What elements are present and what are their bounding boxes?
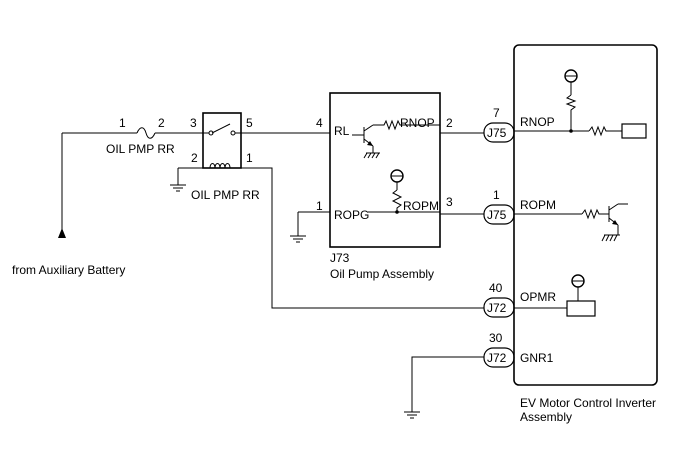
pump-rnop-resistor-icon (380, 119, 440, 131)
relay-ground (170, 167, 203, 192)
connector-id: J72 (487, 351, 507, 365)
connector-id: J75 (487, 126, 507, 140)
inverter-opmr-circuit (514, 274, 596, 317)
connector-id: J75 (487, 208, 507, 222)
pump-ropm-pin: 3 (446, 195, 453, 209)
relay-pin-5: 5 (246, 116, 253, 130)
inverter-ground (404, 356, 484, 419)
inverter-rnop-load (621, 123, 647, 139)
pump-name: Oil Pump Assembly (330, 267, 434, 281)
connector-j75-ropm: J75 1 (483, 188, 515, 225)
pump-ropm-label: ROPM (403, 199, 439, 213)
wire-relay-to-opmr (241, 167, 484, 309)
inverter-rnop-circuit (514, 69, 647, 139)
inverter-name-line1: EV Motor Control Inverter (520, 396, 656, 410)
oil-pump-assembly: 4 RL 1 ROPG RNOP 2 ROPM 3 J73 Oil Pump A… (316, 92, 453, 281)
pump-ropg-label: ROPG (334, 208, 369, 222)
inverter-ropm-circuit (514, 203, 628, 242)
fuse-name: OIL PMP RR (106, 142, 175, 156)
resistor-icon (588, 125, 622, 137)
fuse-oil-pmp-rr: 1 2 OIL PMP RR (106, 116, 203, 156)
relay-oil-pmp-rr: 3 5 2 1 OIL PMP RR (190, 112, 260, 202)
relay-name: OIL PMP RR (191, 188, 260, 202)
connector-pin: 30 (489, 331, 503, 345)
connector-j72-opmr: J72 40 (483, 281, 515, 318)
pump-rl-label: RL (334, 124, 350, 138)
connector-pin: 40 (489, 281, 503, 295)
relay-pin-3: 3 (190, 116, 197, 130)
fuse-pin-out: 2 (158, 116, 165, 130)
connector-id: J72 (487, 301, 507, 315)
pump-pin-rl: 4 (316, 116, 323, 130)
pump-ground (290, 211, 330, 243)
connector-pin: 7 (493, 106, 500, 120)
inverter-signal-opmr: OPMR (520, 290, 556, 304)
resistor-icon (581, 208, 609, 220)
inverter-name-line2: Assembly (520, 410, 572, 424)
pump-ropm-pullup (390, 169, 404, 214)
pump-transistor-icon (352, 124, 380, 159)
connector-pin: 1 (493, 188, 500, 202)
connector-j72-gnr1: J72 30 (483, 331, 515, 368)
battery-source: from Auxiliary Battery (12, 132, 137, 277)
relay-pin-1: 1 (246, 151, 253, 165)
inverter-signal-ropm: ROPM (520, 198, 556, 212)
pump-id: J73 (330, 251, 350, 265)
inverter-opmr-load (566, 300, 596, 317)
inverter-signal-rnop: RNOP (520, 115, 555, 129)
pump-rnop-pin: 2 (446, 116, 453, 130)
inverter-assembly: RNOP ROPM OPMR GNR1 EV Motor Control Inv… (513, 44, 658, 424)
fuse-pin-in: 1 (119, 116, 126, 130)
inverter-signal-gnr1: GNR1 (520, 351, 554, 365)
battery-source-label: from Auxiliary Battery (12, 263, 125, 277)
relay-pin-2: 2 (191, 151, 198, 165)
pump-pin-ropg: 1 (316, 199, 323, 213)
pump-rnop-label: RNOP (400, 116, 435, 130)
relay-coil-icon (203, 163, 241, 169)
relay-switch-icon (211, 123, 231, 134)
connector-j75-rnop: J75 7 (483, 106, 515, 143)
fuse-icon (136, 127, 156, 139)
